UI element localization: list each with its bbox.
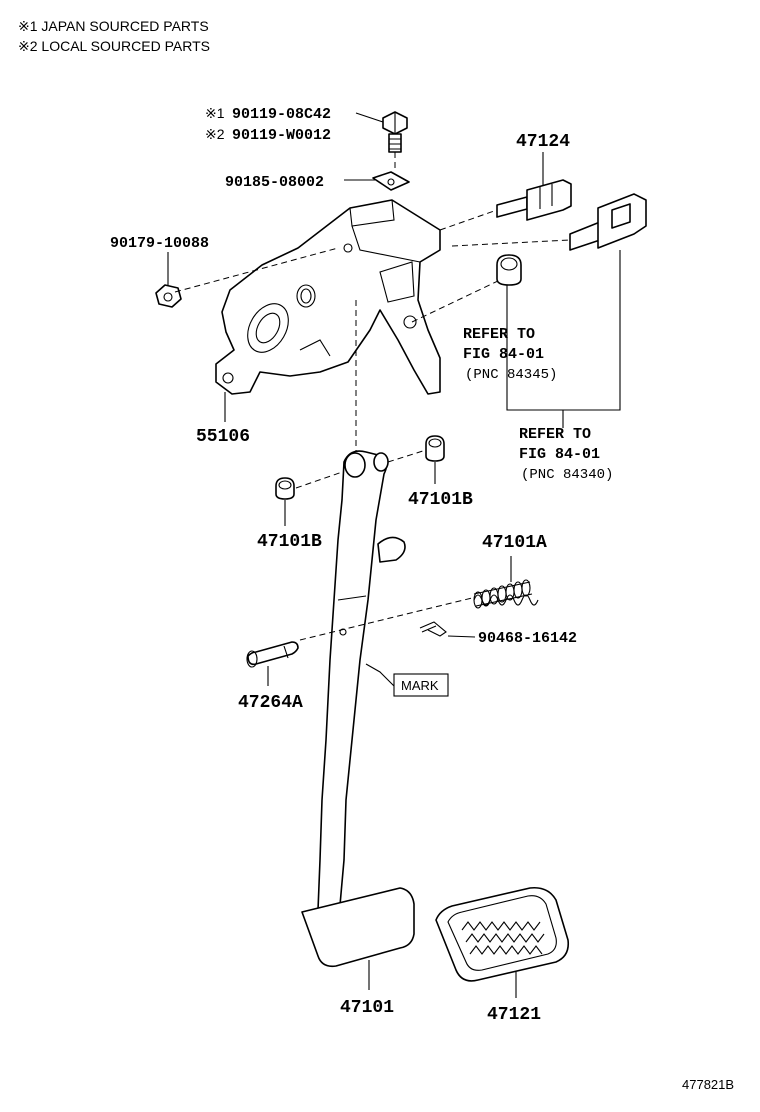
stop-lamp-switch[interactable] <box>569 193 647 251</box>
nut-axis-line <box>174 247 339 293</box>
brake-pedal-lever-part[interactable] <box>317 450 406 911</box>
nut-clip-part[interactable] <box>372 171 410 191</box>
ref1-line1: REFER TO <box>463 326 535 343</box>
bolt-local-mark: ※2 <box>205 126 225 142</box>
clevis-pin-part[interactable] <box>246 641 299 668</box>
ref1-line2: FIG 84-01 <box>463 346 544 363</box>
bushing-left-part[interactable] <box>275 477 295 500</box>
label-bolt-japan[interactable]: 90119-08C42 <box>232 106 331 123</box>
label-pin[interactable]: 47264A <box>238 693 303 713</box>
label-pad[interactable]: 47121 <box>487 1005 541 1025</box>
label-pedal[interactable]: 47101 <box>340 998 394 1018</box>
ref2-line2: FIG 84-01 <box>519 446 600 463</box>
pedal-foot-part[interactable] <box>301 887 415 968</box>
mark-box <box>393 673 449 697</box>
note-japan-sourced: ※1 JAPAN SOURCED PARTS <box>18 18 209 34</box>
label-bracket[interactable]: 55106 <box>196 427 250 447</box>
bolt-japan-mark: ※1 <box>205 105 225 121</box>
label-flange-nut[interactable]: 90179-10088 <box>110 235 209 252</box>
mark-label: MARK <box>401 678 439 693</box>
label-clip[interactable]: 90468-16142 <box>478 630 577 647</box>
pin-axis-line <box>439 209 498 231</box>
bracket-bushing-part[interactable] <box>496 254 522 286</box>
label-switch-pin[interactable]: 47124 <box>516 132 570 152</box>
flange-nut-part[interactable] <box>155 284 182 308</box>
ref1-line3: (PNC 84345) <box>465 367 557 383</box>
bolt-part[interactable] <box>382 111 408 153</box>
diagram-code: 477821B <box>682 1077 734 1092</box>
label-bushing-left[interactable]: 47101B <box>257 532 322 552</box>
leader-mark <box>365 663 395 687</box>
switch-pin-part[interactable] <box>496 179 572 221</box>
return-spring-part[interactable] <box>473 579 539 609</box>
leader-clip <box>447 635 476 638</box>
pedal-bracket-part[interactable] <box>215 199 441 395</box>
label-bushing-right[interactable]: 47101B <box>408 490 473 510</box>
spring-axis-line <box>299 597 473 641</box>
label-spring[interactable]: 47101A <box>482 533 547 553</box>
bushing-right-axis-line <box>387 449 427 463</box>
switch-axis-line <box>451 239 571 247</box>
retaining-clip-part[interactable] <box>419 621 447 637</box>
bushing-right-part[interactable] <box>425 435 445 462</box>
label-bolt-local[interactable]: 90119-W0012 <box>232 127 331 144</box>
bushing-left-axis-line <box>295 469 349 489</box>
note-local-sourced: ※2 LOCAL SOURCED PARTS <box>18 38 210 54</box>
ref2-line3: (PNC 84340) <box>521 467 613 483</box>
leader-bolt <box>355 112 384 123</box>
bushing-top-axis-line <box>411 279 501 323</box>
label-nut-clip[interactable]: 90185-08002 <box>225 174 324 191</box>
pedal-pad-part[interactable] <box>435 886 570 982</box>
ref2-line1: REFER TO <box>519 426 591 443</box>
